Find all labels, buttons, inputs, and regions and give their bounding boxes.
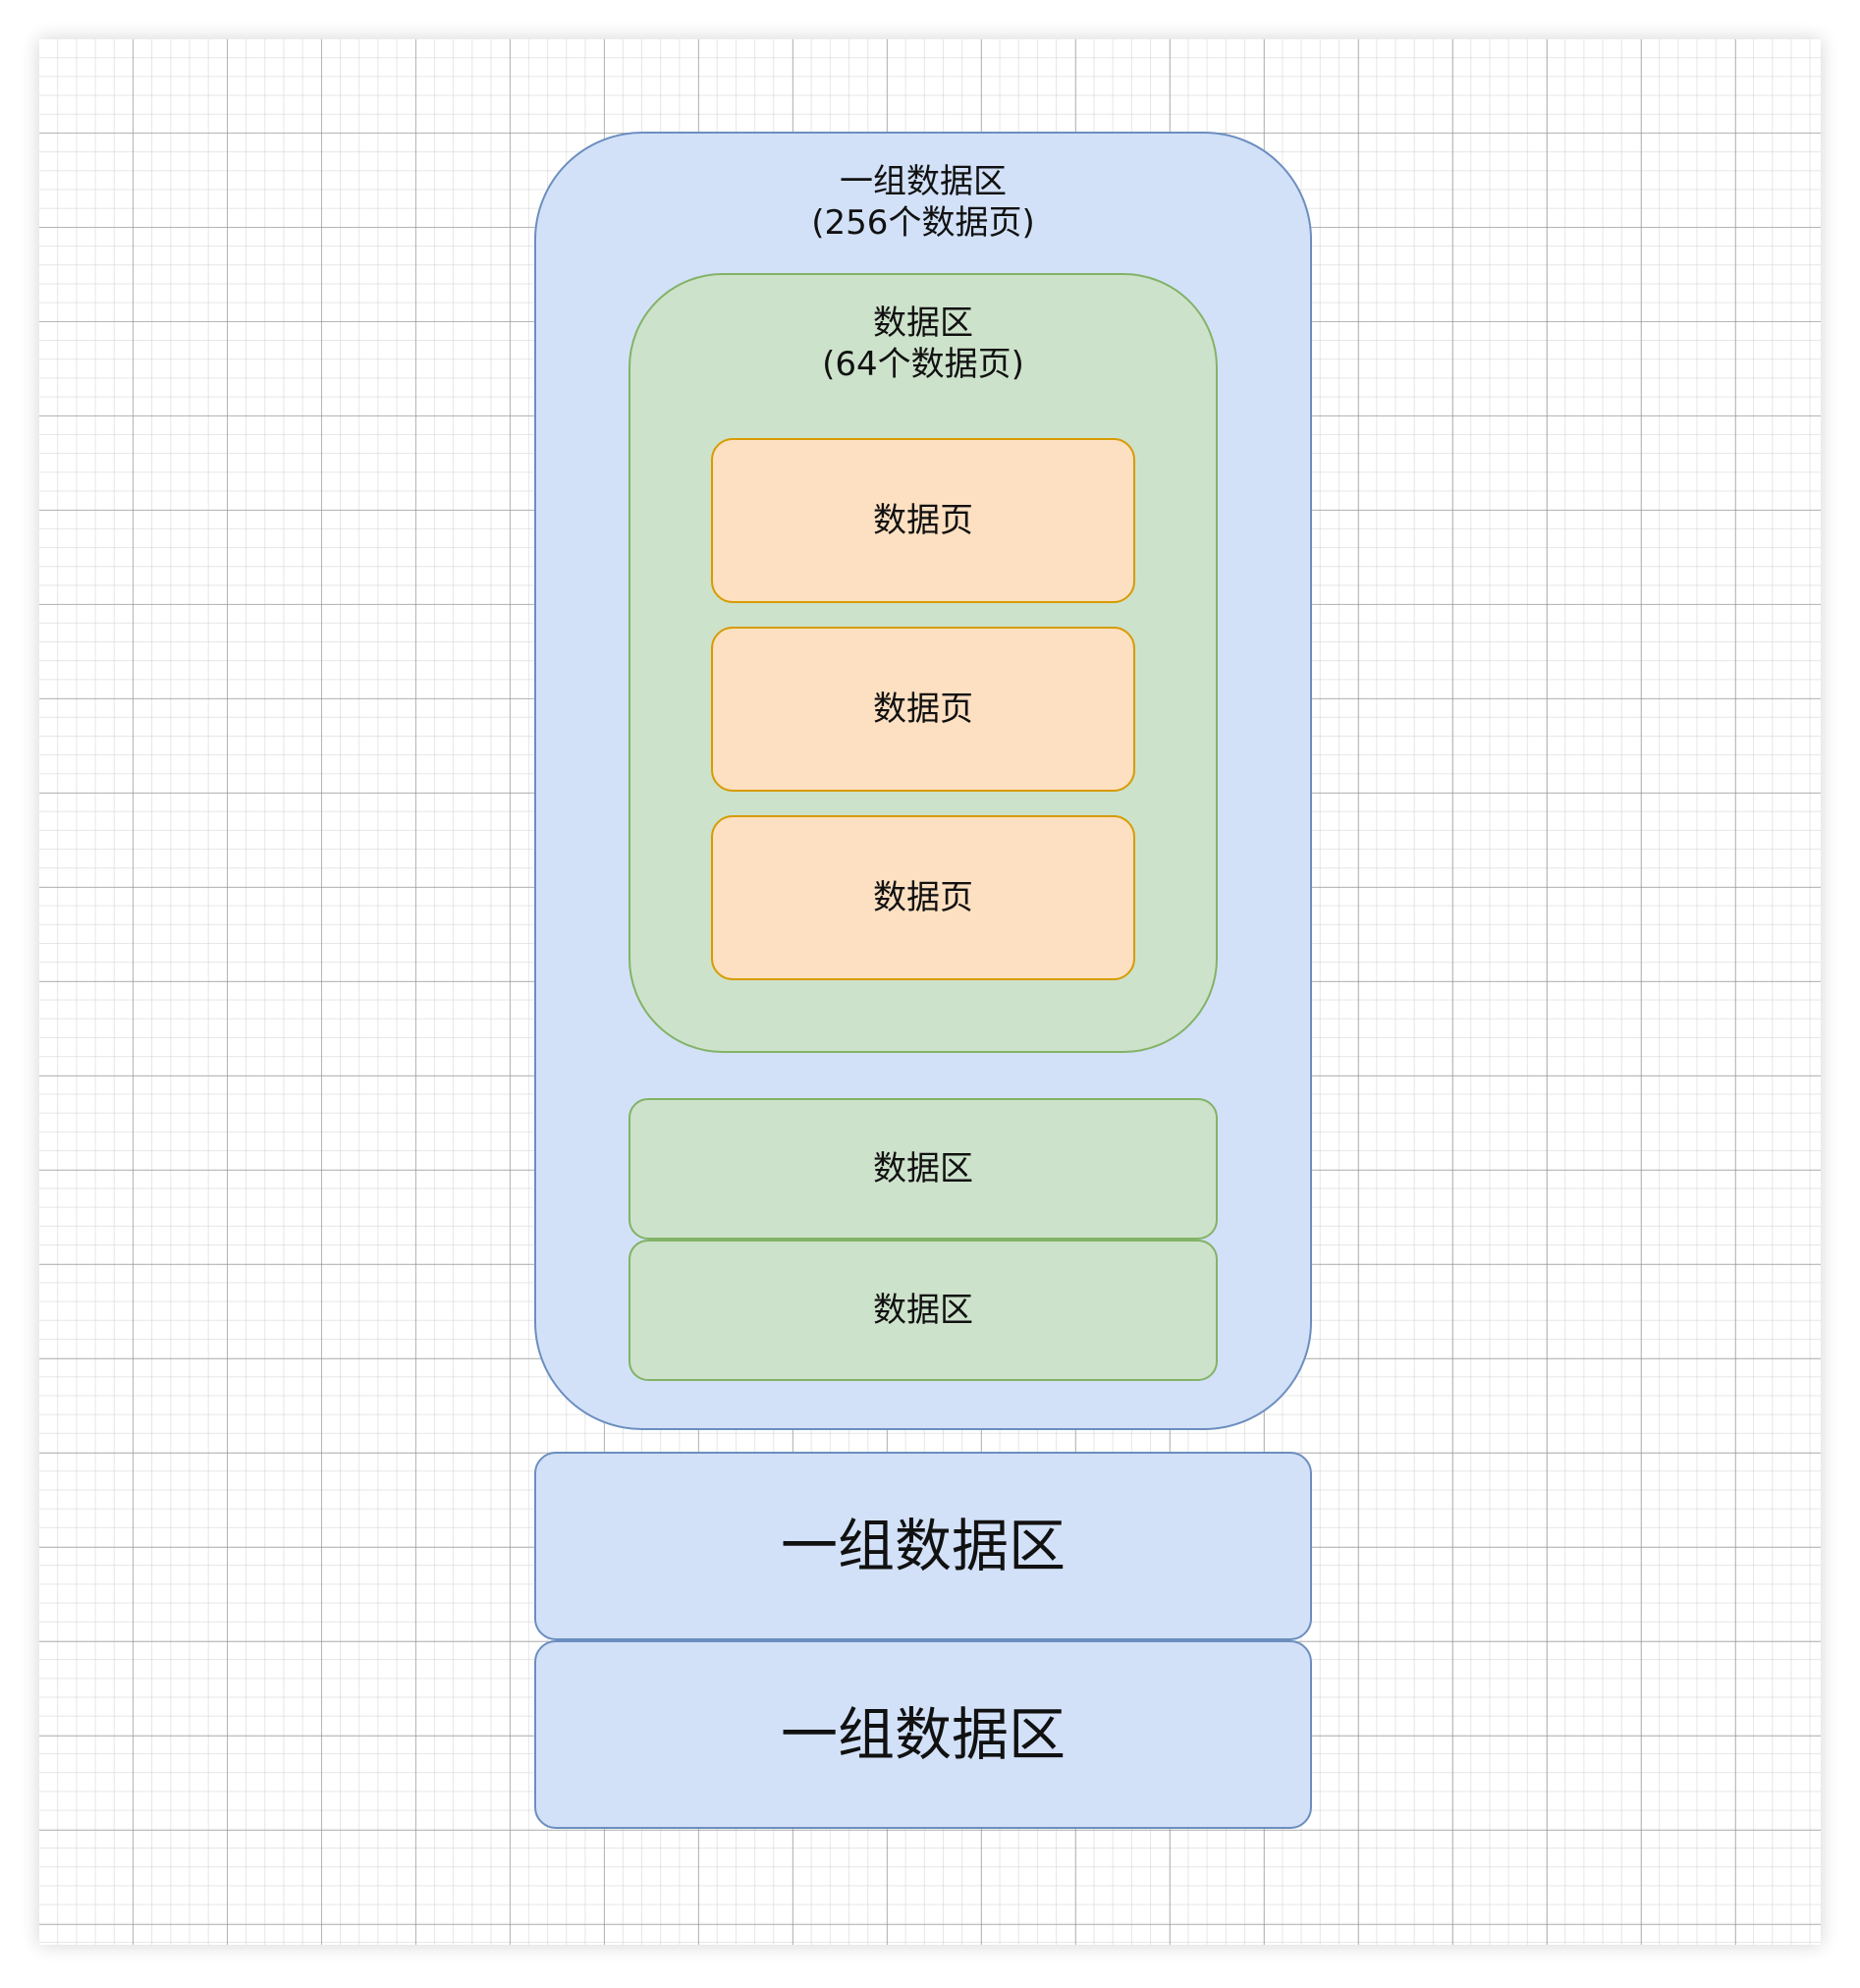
data-extent: 数据区 [629, 1240, 1218, 1381]
data-extent-label: 数据区 [873, 1149, 973, 1188]
data-extent: 数据区 [629, 1098, 1218, 1240]
data-extent-group-label: 一组数据区 [780, 1513, 1066, 1579]
extent-main-title: 数据区 [873, 304, 973, 343]
data-page-label: 数据页 [873, 690, 973, 729]
group-main-subtitle: (256个数据页) [811, 203, 1035, 243]
data-extent-label: 数据区 [873, 1291, 973, 1330]
data-extent-group: 一组数据区 [534, 1640, 1312, 1829]
extent-main-subtitle: (64个数据页) [822, 345, 1024, 384]
data-extent-group: 一组数据区 [534, 1452, 1312, 1640]
data-page: 数据页 [711, 815, 1135, 980]
data-extent-group-label: 一组数据区 [780, 1701, 1066, 1768]
data-page: 数据页 [711, 627, 1135, 792]
data-page-label: 数据页 [873, 501, 973, 540]
data-page-label: 数据页 [873, 878, 973, 917]
data-page: 数据页 [711, 438, 1135, 603]
group-main-title: 一组数据区 [840, 162, 1007, 201]
diagram-canvas: 一组数据区 (256个数据页) 数据区 (64个数据页) 数据页 数据页 数据页… [39, 39, 1821, 1945]
